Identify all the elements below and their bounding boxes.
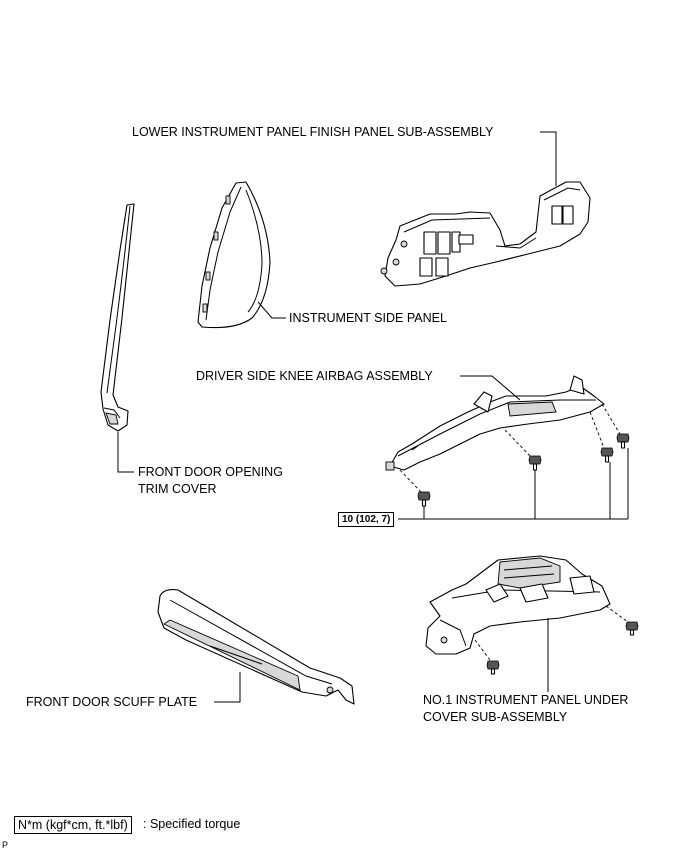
bolt-icon — [417, 491, 431, 507]
bolt-icon — [528, 455, 542, 471]
bolt-icon — [600, 447, 614, 463]
legend-specified-torque: : Specified torque — [143, 817, 241, 831]
legend-unit-box: N*m (kgf*cm, ft.*lbf) — [14, 816, 132, 834]
torque-value-box: 10 (102, 7) — [338, 512, 395, 527]
label-front-door-opening-trim-cover-line2: TRIM COVER — [138, 482, 217, 496]
leader-lines — [117, 131, 629, 703]
corner-mark: P — [2, 840, 9, 850]
label-driver-side-knee-airbag: DRIVER SIDE KNEE AIRBAG ASSEMBLY — [196, 369, 433, 383]
label-under-cover-line1: NO.1 INSTRUMENT PANEL UNDER — [423, 693, 629, 707]
no1-instrument-panel-under-cover — [425, 555, 611, 655]
bolt-icon — [616, 433, 630, 449]
front-door-opening-trim-cover — [100, 203, 135, 432]
bolt-icon — [486, 660, 500, 675]
instrument-side-panel — [197, 181, 271, 329]
lower-instrument-panel-finish-panel — [380, 181, 591, 287]
label-lower-instrument-panel-finish-panel: LOWER INSTRUMENT PANEL FINISH PANEL SUB-… — [132, 125, 494, 139]
knee-airbag-bolts — [399, 403, 630, 507]
label-instrument-side-panel: INSTRUMENT SIDE PANEL — [289, 311, 447, 325]
driver-side-knee-airbag-assembly — [385, 375, 605, 471]
label-front-door-scuff-plate: FRONT DOOR SCUFF PLATE — [26, 695, 198, 709]
label-front-door-opening-trim-cover-line1: FRONT DOOR OPENING — [138, 465, 283, 479]
front-door-scuff-plate — [157, 589, 355, 705]
under-cover-bolts — [474, 605, 639, 675]
label-under-cover-line2: COVER SUB-ASSEMBLY — [423, 710, 568, 724]
bolt-icon — [625, 621, 639, 636]
